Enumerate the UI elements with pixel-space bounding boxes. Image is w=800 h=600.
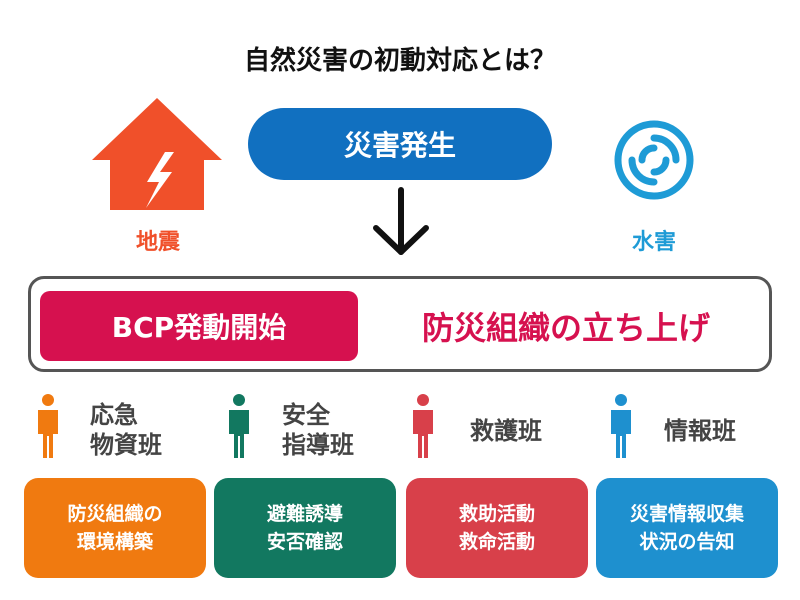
team-name-line: 応急 bbox=[90, 401, 138, 429]
task-line: 安否確認 bbox=[266, 531, 343, 553]
task-line: 避難誘導 bbox=[266, 503, 343, 525]
earthquake-label: 地震 bbox=[135, 230, 180, 255]
swirl-icon bbox=[614, 120, 694, 200]
disaster-occurred-badge: 災害発生 bbox=[248, 108, 552, 180]
flood-label: 水害 bbox=[631, 230, 676, 255]
house-lightning-icon bbox=[92, 98, 222, 210]
task-line: 環境構築 bbox=[76, 531, 153, 553]
person-icon bbox=[229, 394, 249, 458]
task-line: 防災組織の bbox=[67, 503, 163, 525]
team-name-info: 情報班 bbox=[664, 416, 736, 446]
team-name-supplies: 応急 物資班 bbox=[90, 400, 162, 460]
team-name-line: 情報班 bbox=[664, 417, 736, 445]
bcp-frame bbox=[28, 276, 772, 372]
team-name-rescue: 救護班 bbox=[470, 416, 542, 446]
team-name-safety: 安全 指導班 bbox=[282, 400, 354, 460]
task-box-rescue: 救助活動 救命活動 bbox=[406, 478, 588, 578]
team-name-line: 物資班 bbox=[90, 431, 162, 459]
team-name-line: 救護班 bbox=[470, 417, 542, 445]
task-box-info: 災害情報収集 状況の告知 bbox=[596, 478, 778, 578]
bcp-headline: 防災組織の立ち上げ bbox=[421, 309, 710, 347]
task-line: 状況の告知 bbox=[639, 531, 735, 553]
task-line: 救助活動 bbox=[458, 503, 535, 525]
team-name-line: 指導班 bbox=[282, 431, 354, 459]
team-name-line: 安全 bbox=[282, 401, 330, 429]
down-arrow-icon bbox=[373, 187, 429, 255]
task-line: 救命活動 bbox=[458, 531, 535, 553]
bcp-start-label: BCP発動開始 bbox=[111, 311, 287, 344]
page-title: 自然災害の初動対応とは？ bbox=[243, 46, 556, 76]
task-box-safety: 避難誘導 安否確認 bbox=[214, 478, 396, 578]
bcp-start-badge: BCP発動開始 bbox=[40, 291, 358, 361]
person-icon bbox=[38, 394, 58, 458]
task-box-supplies: 防災組織の 環境構築 bbox=[24, 478, 206, 578]
person-icon bbox=[611, 394, 631, 458]
person-icon bbox=[413, 394, 433, 458]
task-line: 災害情報収集 bbox=[629, 503, 744, 525]
disaster-occurred-label: 災害発生 bbox=[343, 129, 456, 162]
